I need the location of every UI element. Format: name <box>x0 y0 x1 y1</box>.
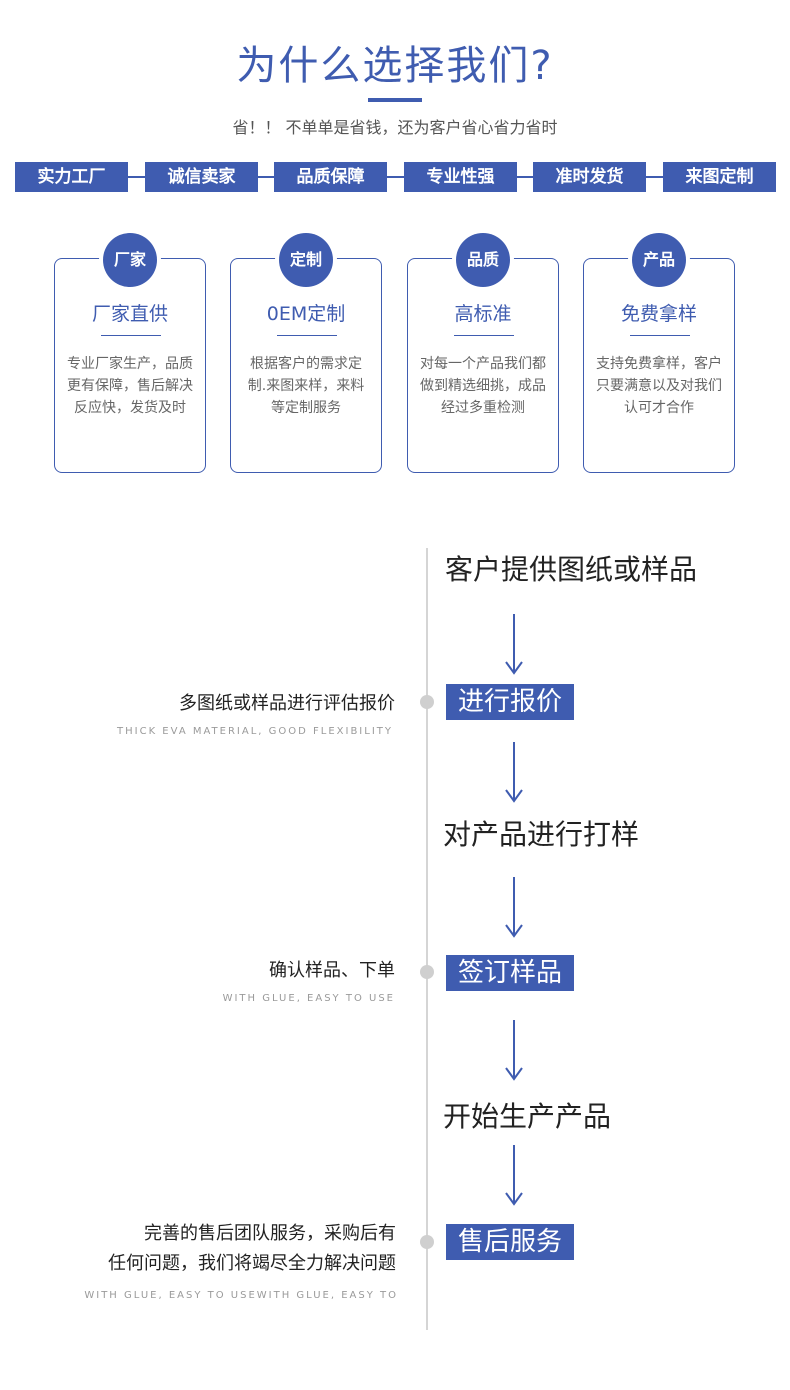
flow-timeline <box>426 548 428 1330</box>
page-subtitle: 省！！ 不单单是省钱，还为客户省心省力省时 <box>232 118 558 137</box>
timeline-dot <box>420 1235 434 1249</box>
flow-note-quote-en: THICK EVA MATERIAL, GOOD FLEXIBILITY <box>117 726 393 737</box>
card-badge-factory: 厂家 <box>103 233 157 287</box>
arrow-down-icon <box>505 614 523 675</box>
timeline-dot <box>420 695 434 709</box>
flow-step-sign-sample: 签订样品 <box>446 955 575 991</box>
card-badge-product: 产品 <box>632 233 686 287</box>
card-free-sample: 免费拿样 支持免费拿样，客户只要满意以及对我们认可才合作 <box>583 258 735 473</box>
tag-on-time: 准时发货 <box>533 162 646 192</box>
flow-step-sampling: 对产品进行打样 <box>443 818 640 851</box>
card-factory: 厂家直供 专业厂家生产，品质更有保障，售后解决反应快，发货及时 <box>54 258 206 473</box>
flow-step-provide-drawings: 客户提供图纸或样品 <box>445 553 698 586</box>
tag-strip-line <box>15 176 775 178</box>
card-description: 对每一个产品我们都做到精选细挑，成品经过多重检测 <box>420 356 546 416</box>
flow-note-after-sales-1: 完善的售后团队服务，采购后有 <box>144 1223 396 1244</box>
flow-note-confirm-en: WITH GLUE, EASY TO USE <box>222 993 395 1004</box>
card-description: 专业厂家生产，品质更有保障，售后解决反应快，发货及时 <box>67 356 193 416</box>
flow-step-production: 开始生产产品 <box>443 1100 612 1133</box>
flow-note-quote: 多图纸或样品进行评估报价 <box>179 693 395 714</box>
card-divider <box>277 335 337 336</box>
card-title: 厂家直供 <box>91 303 168 325</box>
arrow-down-icon <box>505 1020 523 1081</box>
card-description: 根据客户的需求定制.来图来样，来料等定制服务 <box>247 356 365 416</box>
flow-note-confirm: 确认样品、下单 <box>269 960 395 981</box>
flow-step-quote: 进行报价 <box>446 684 575 720</box>
title-underline <box>368 98 422 102</box>
arrow-down-icon <box>505 877 523 938</box>
card-high-standard: 高标准 对每一个产品我们都做到精选细挑，成品经过多重检测 <box>407 258 559 473</box>
tag-professional: 专业性强 <box>404 162 517 192</box>
page-title: 为什么选择我们? <box>236 43 554 89</box>
card-oem: 0EM定制 根据客户的需求定制.来图来样，来料等定制服务 <box>230 258 382 473</box>
flow-note-after-sales-en: WITH GLUE, EASY TO USEWITH GLUE, EASY TO <box>84 1290 398 1301</box>
flow-step-after-sales: 售后服务 <box>446 1224 575 1260</box>
card-description: 支持免费拿样，客户只要满意以及对我们认可才合作 <box>596 356 722 416</box>
tag-custom: 来图定制 <box>663 162 776 192</box>
timeline-dot <box>420 965 434 979</box>
card-divider <box>630 335 690 336</box>
card-title: 0EM定制 <box>266 303 346 325</box>
tag-quality: 品质保障 <box>274 162 387 192</box>
card-title: 免费拿样 <box>620 303 697 325</box>
tag-honest-seller: 诚信卖家 <box>145 162 258 192</box>
flow-note-after-sales-2: 任何问题，我们将竭尽全力解决问题 <box>108 1253 396 1274</box>
card-badge-custom: 定制 <box>279 233 333 287</box>
card-badge-quality: 品质 <box>456 233 510 287</box>
tag-factory: 实力工厂 <box>15 162 128 192</box>
arrow-down-icon <box>505 742 523 803</box>
arrow-down-icon <box>505 1145 523 1206</box>
card-divider <box>101 335 161 336</box>
card-title: 高标准 <box>454 303 512 325</box>
card-divider <box>454 335 514 336</box>
